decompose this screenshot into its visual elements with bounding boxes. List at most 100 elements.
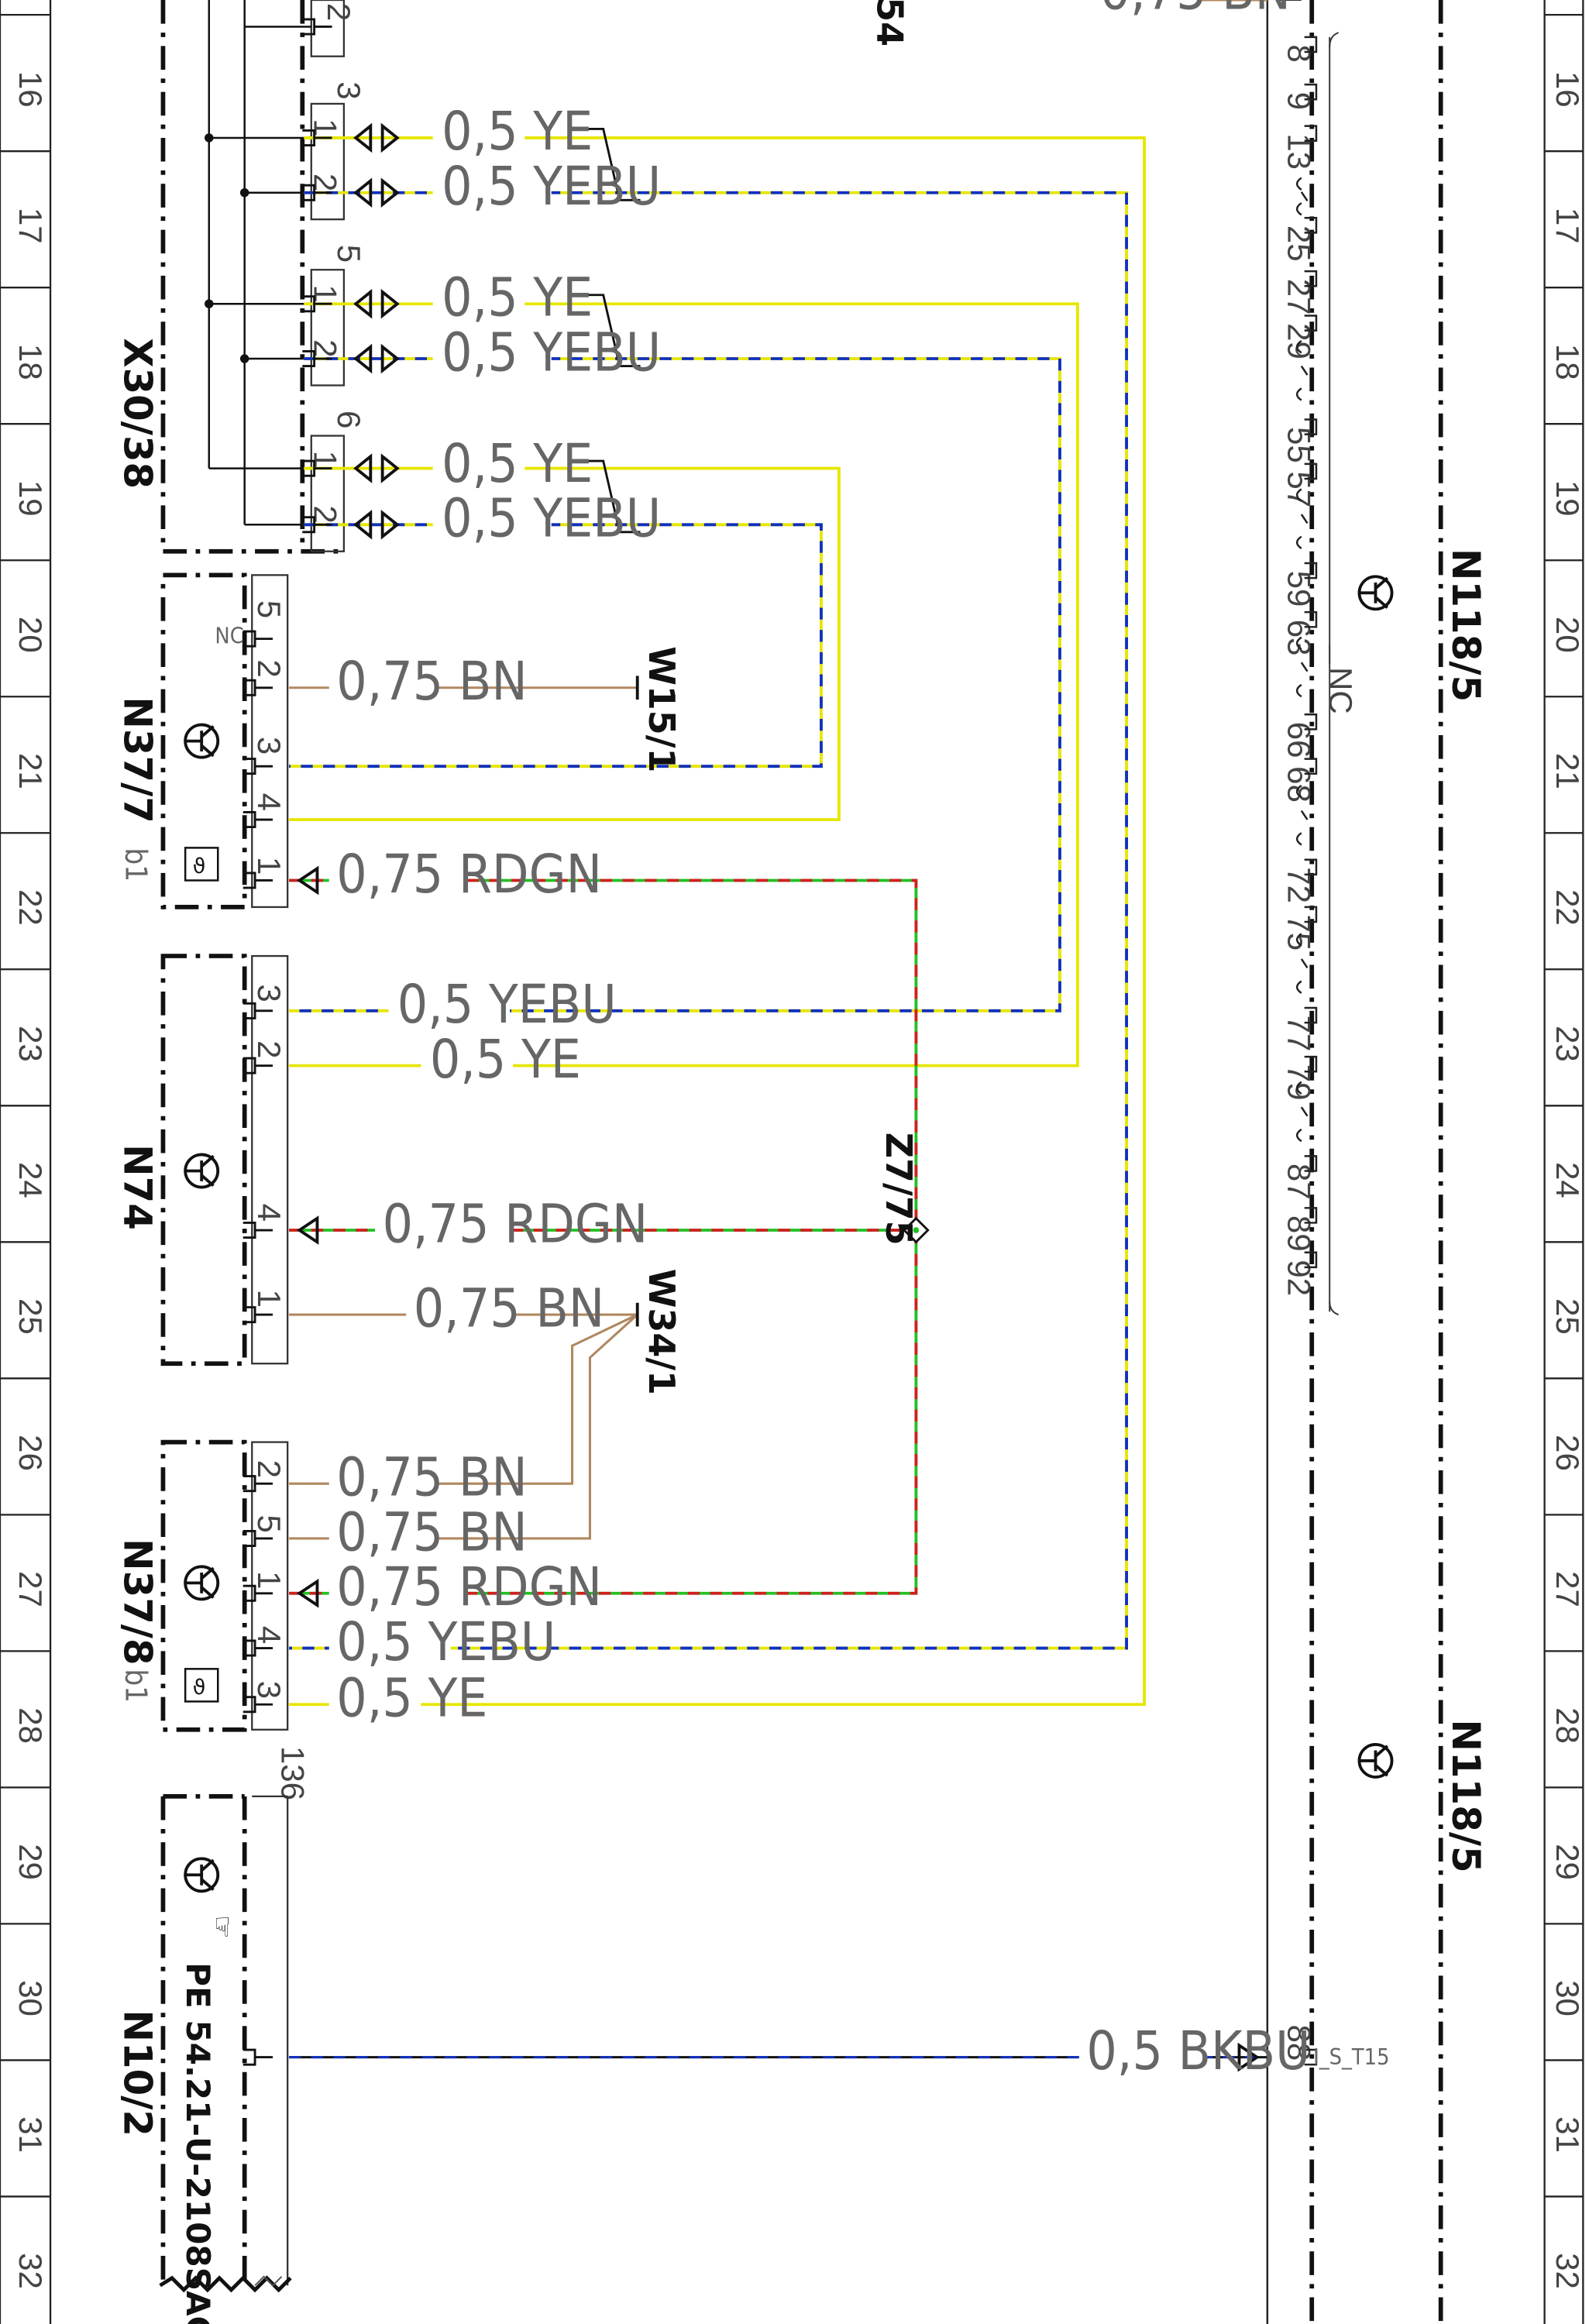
wire-label-x30-5-2: 0,5 YEBU xyxy=(442,321,661,383)
n37-7-b1-label: b1 xyxy=(119,847,153,882)
x30-conn-2: 2 xyxy=(321,3,357,21)
n118-nc-label: NC xyxy=(1322,667,1359,714)
n118-pin-55: 55 xyxy=(1281,427,1318,463)
n118-pin-68: 68 xyxy=(1281,766,1318,803)
n118-pin-terminal xyxy=(1304,1055,1318,1073)
n118-label-lower: N118/5 xyxy=(1443,1719,1488,1872)
n118-pin-63: 63 xyxy=(1281,620,1318,656)
ref-136: 136 xyxy=(275,1746,311,1800)
n118-pin-terminal xyxy=(1304,1155,1318,1172)
n37-7-pin-5: 5 xyxy=(251,600,287,618)
ruler-number-left: 21 xyxy=(12,753,49,789)
ruler-number-left: 17 xyxy=(12,208,49,244)
n118-bridge-mark xyxy=(1295,933,1309,994)
x30-38-connector xyxy=(160,0,346,554)
ruler-number-right: 25 xyxy=(1549,1298,1586,1335)
wire-label-x30-3-1: 0,5 YE xyxy=(442,101,593,163)
wire-label-n37-8-3: 0,5 YE xyxy=(336,1668,487,1730)
ruler-number-right: 27 xyxy=(1549,1571,1586,1607)
wire-label-n74-3: 0,5 YEBU xyxy=(397,974,617,1036)
svg-text:ϑ: ϑ xyxy=(193,1676,206,1700)
n118-transistor-icon-upper xyxy=(1357,575,1394,611)
n118-pin-79: 79 xyxy=(1281,1064,1318,1101)
ruler-number-left: 26 xyxy=(12,1435,49,1471)
z7-75-label: Z7/75 xyxy=(878,1133,920,1246)
n37-8-label: N37/8 xyxy=(115,1538,160,1666)
n118-pin-terminal xyxy=(1304,83,1318,101)
n74-label: N74 xyxy=(115,1144,160,1230)
x30-6-pin-2: 2 xyxy=(308,505,344,523)
n74-pin-labels: 3 2 4 1 xyxy=(251,984,287,1308)
wire-labels: 0,5 YE 0,5 YEBU 0,5 YE 0,5 YEBU 0,5 YE 0… xyxy=(328,0,1311,2082)
ruler-number-left: 27 xyxy=(12,1571,49,1607)
n10-2-label: N10/2 xyxy=(115,2009,160,2137)
wire-label-x30-5-1: 0,5 YE xyxy=(442,267,593,329)
double-arrow-icon xyxy=(353,510,400,540)
n118-pin-terminal xyxy=(1304,36,1318,53)
ruler-number-left: 24 xyxy=(12,1162,49,1198)
n118-pin-25: 25 xyxy=(1281,225,1318,262)
ruler-number-left: 18 xyxy=(12,344,49,380)
x30-6-pin-1: 1 xyxy=(308,451,344,469)
n10-2-module xyxy=(159,1793,292,2293)
n118-pin88-signal: I_S_T15 xyxy=(1313,2044,1389,2070)
n118-pin-66: 66 xyxy=(1281,722,1318,758)
twisted-pair-markers xyxy=(583,128,641,534)
wire-label-n37-8-5: 0,75 BN xyxy=(336,1501,527,1563)
n118-pin-terminal xyxy=(1304,906,1318,923)
n37-7-module: ϑ xyxy=(160,572,289,909)
w34-1-label: W34/1 xyxy=(641,1269,683,1395)
ruler-number-left: 23 xyxy=(12,1026,49,1062)
n37-8-pin-5: 5 xyxy=(251,1514,287,1532)
n118-bridge-mark xyxy=(1295,636,1309,698)
ruler-number-right: 17 xyxy=(1549,208,1586,244)
ruler-number-left: 22 xyxy=(12,889,49,926)
ruler-number-left: 19 xyxy=(12,480,49,517)
n118-bridge-mark xyxy=(1295,340,1309,401)
n37-8-pin-1: 1 xyxy=(251,1571,287,1589)
n118-pin-8: 8 xyxy=(1281,44,1318,62)
z7-75-splice-icon xyxy=(903,1216,930,1244)
n74-module xyxy=(160,954,289,1367)
ruler-number-right: 29 xyxy=(1549,1844,1586,1880)
ruler-number-left: 25 xyxy=(12,1298,49,1335)
n118-pin-terminal xyxy=(1304,418,1318,435)
n118-pin-29: 29 xyxy=(1281,323,1318,359)
ruler-number-right: 31 xyxy=(1549,2116,1586,2153)
n118-bridge-mark xyxy=(1295,785,1309,846)
n10-2-transistor-icon xyxy=(184,1857,220,1893)
x30-conn-5: 5 xyxy=(331,245,367,263)
n118-pin-75: 75 xyxy=(1281,914,1318,951)
n118-pin-13: 13 xyxy=(1281,133,1318,170)
n118-pin-terminal xyxy=(1304,610,1318,628)
n118-pin-77: 77 xyxy=(1281,1016,1318,1052)
ruler-number-left: 31 xyxy=(12,2116,49,2153)
n74-pin-3: 3 xyxy=(251,984,287,1002)
n118-transistor-icon-lower xyxy=(1357,1742,1394,1779)
n118-pin-89: 89 xyxy=(1281,1215,1318,1252)
pointing-hand-icon: ☞ xyxy=(208,1915,237,1939)
n37-7-label: N37/7 xyxy=(115,696,160,823)
ruler-number-right: 16 xyxy=(1549,71,1586,108)
ruler-number-left: 30 xyxy=(12,1980,49,2016)
x30-pin-labels: 2 3 5 6 1 2 1 2 1 2 xyxy=(308,3,368,524)
n118-pin-27: 27 xyxy=(1281,279,1318,315)
x30-3-pin-2: 2 xyxy=(308,174,344,191)
n118-pin-terminal xyxy=(1304,2048,1318,2066)
n37-7-transistor-icon xyxy=(184,723,220,759)
ruler-number-right: 22 xyxy=(1549,889,1586,926)
wire-label-n37-8-4: 0,5 YEBU xyxy=(336,1611,555,1673)
right-ruler xyxy=(1543,0,1584,2324)
wire-label-x30-6-1: 0,5 YE xyxy=(442,433,593,495)
double-arrow-icon xyxy=(353,288,400,319)
n118-pin-terminal xyxy=(1304,1207,1318,1224)
wire-label-n37-8-1: 0,75 RDGN xyxy=(336,1556,602,1618)
wire-label-n10-2-out: 0,5 BKBU xyxy=(1086,2020,1310,2082)
ruler-number-right: 18 xyxy=(1549,344,1586,380)
wire-label-n74-1: 0,75 BN xyxy=(414,1277,604,1339)
n118-pin-terminal xyxy=(1304,1251,1318,1269)
svg-text:ϑ: ϑ xyxy=(193,854,206,878)
n74-pin-2: 2 xyxy=(251,1040,287,1058)
ruler-number-left: 28 xyxy=(12,1707,49,1744)
